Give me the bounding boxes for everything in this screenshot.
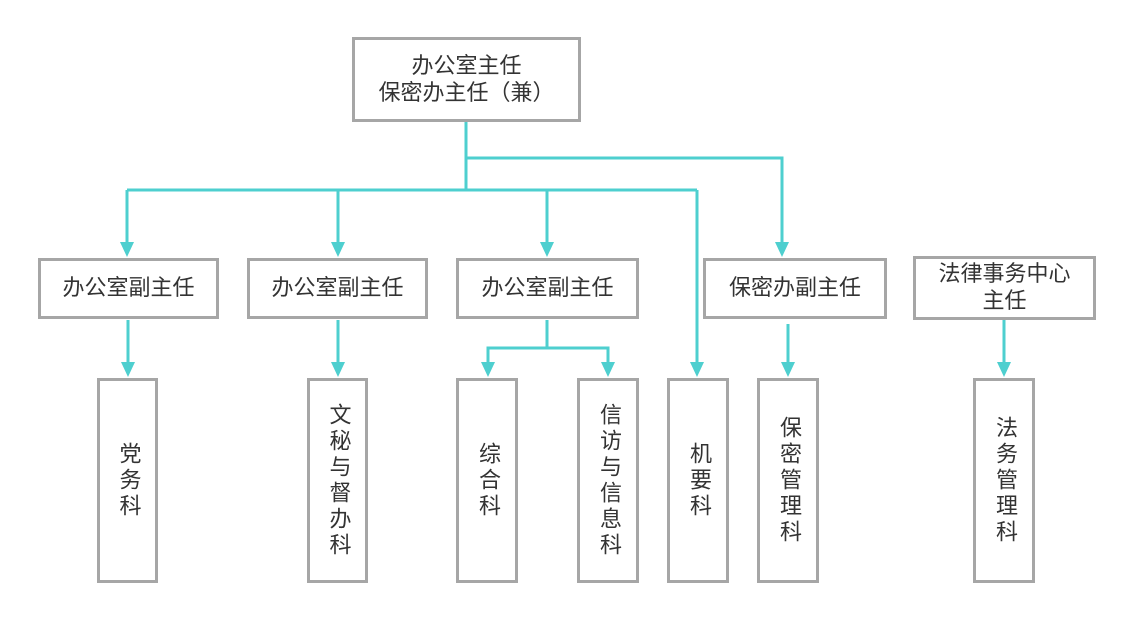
node-section-4-label: 信访与信息科 — [596, 402, 621, 559]
node-section-3-label: 综合科 — [475, 441, 500, 520]
arrow-s4 — [601, 362, 615, 377]
arrow-deputy3 — [540, 242, 554, 257]
arrow-s7 — [997, 362, 1011, 377]
arrow-s2 — [331, 362, 345, 377]
node-deputy-3: 办公室副主任 — [456, 258, 639, 319]
node-section-3: 综合科 — [456, 378, 518, 583]
node-deputy-2: 办公室副主任 — [247, 258, 428, 319]
arrow-deputy2 — [331, 242, 345, 257]
node-deputy-4: 保密办副主任 — [703, 258, 887, 319]
node-deputy-3-label: 办公室副主任 — [481, 276, 614, 301]
node-section-1: 党务科 — [97, 378, 158, 583]
arrow-s5 — [690, 362, 704, 377]
node-director-label: 办公室主任 保密办主任（兼） — [378, 53, 555, 106]
node-section-2-label: 文秘与督办科 — [325, 402, 351, 559]
node-deputy-1-label: 办公室副主任 — [62, 276, 195, 301]
node-legal-director: 法律事务中心 主任 — [913, 256, 1096, 320]
node-legal-director-label: 法律事务中心 主任 — [938, 262, 1071, 314]
node-deputy-4-label: 保密办副主任 — [728, 276, 861, 301]
arrow-deputy1 — [120, 242, 134, 257]
arrow-s6 — [781, 362, 795, 377]
node-section-7: 法务管理科 — [973, 378, 1035, 583]
node-director: 办公室主任 保密办主任（兼） — [352, 37, 581, 122]
node-section-6: 保密管理科 — [757, 378, 819, 583]
connector-deputy3-split — [486, 320, 610, 362]
node-section-5: 机要科 — [667, 378, 729, 583]
node-section-2: 文秘与督办科 — [307, 378, 368, 583]
connector-root-to-deputy4 — [466, 156, 784, 242]
arrow-s1 — [121, 362, 135, 377]
arrow-deputy4 — [775, 242, 789, 257]
node-section-1-label: 党务科 — [115, 441, 141, 520]
node-deputy-2-label: 办公室副主任 — [271, 276, 404, 301]
node-section-5-label: 机要科 — [686, 441, 711, 520]
node-section-7-label: 法务管理科 — [992, 415, 1017, 546]
node-section-6-label: 保密管理科 — [776, 415, 801, 546]
node-section-4: 信访与信息科 — [577, 378, 639, 583]
node-deputy-1: 办公室副主任 — [38, 258, 219, 319]
arrow-s3 — [481, 362, 495, 377]
